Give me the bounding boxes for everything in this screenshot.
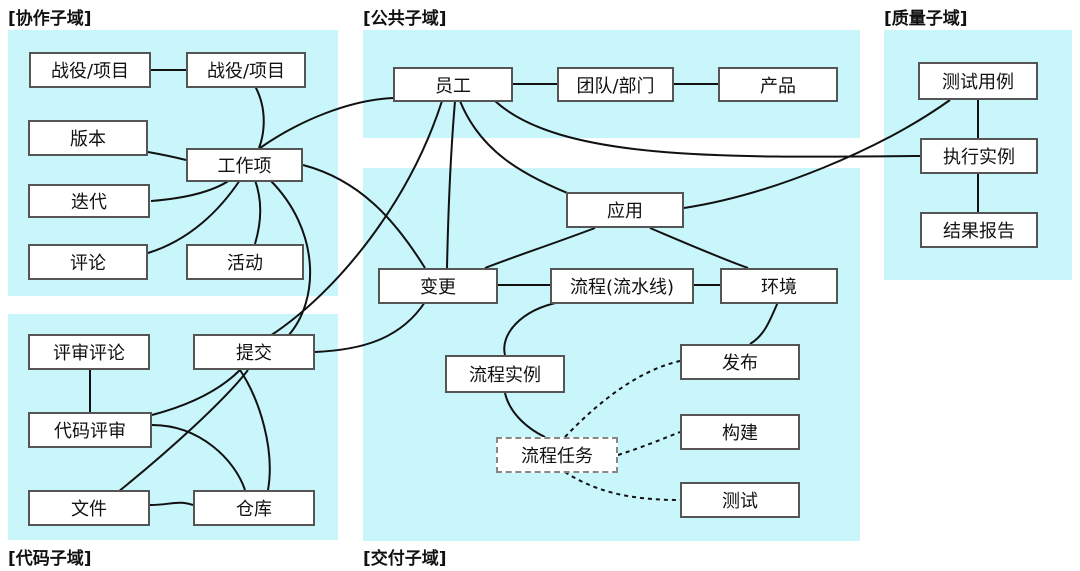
edge-comment-workitem [147,179,241,254]
edge-employee-execution [494,100,921,158]
edge-iteration-workitem [150,179,231,202]
node-report: 结果报告 [920,212,1038,248]
edge-file-commit [117,369,249,493]
node-comment: 评论 [28,244,148,280]
node-pipelineinstance: 流程实例 [445,355,565,393]
node-campaign1: 战役/项目 [29,52,151,88]
region-label-code: [代码子域] [8,549,92,569]
region-label-quality: [质量子域] [884,9,968,29]
edge-workitem-commit [269,179,312,337]
edge-version-workitem [147,151,187,161]
node-release: 发布 [680,344,800,380]
edge-application-change [484,227,596,269]
node-build: 构建 [680,414,800,450]
edge-workitem-employee [259,97,394,149]
node-activity: 活动 [186,244,304,280]
node-application: 应用 [566,192,684,228]
region-label-public: [公共子域] [363,9,447,29]
region-label-delivery: [交付子域] [363,549,447,569]
node-campaign2: 战役/项目 [186,52,306,88]
edge-change-commit [314,301,426,353]
edge-environment-release [749,301,779,345]
edge-commit-repo [239,369,271,491]
node-file: 文件 [28,490,150,526]
edge-employee-commit [269,100,443,337]
node-pipelinetask: 流程任务 [496,437,618,473]
edge-application-environment [649,227,749,269]
node-product: 产品 [718,67,838,102]
edge-employee-application [459,100,581,199]
node-repo: 仓库 [193,490,315,526]
node-execution: 执行实例 [920,138,1038,174]
node-environment: 环境 [720,268,838,304]
edge-testcase-application [683,99,951,209]
edge-pipelinetask-release [564,360,681,438]
node-version: 版本 [28,120,148,156]
edge-pipelinetask-build [617,431,681,456]
node-commit: 提交 [193,334,315,370]
node-change: 变更 [378,268,498,304]
edge-activity-workitem [254,179,262,245]
edge-workitem-change [302,164,426,269]
edge-pipelineinstance-pipelinetask [504,392,546,438]
node-codereview: 代码评审 [28,412,152,448]
edge-employee-change [446,100,456,269]
edge-pipeline-pipelineinstance [503,301,561,356]
node-pipeline: 流程(流水线) [550,268,694,304]
edge-pipelinetask-test [564,471,681,501]
edge-codereview-repo [151,424,246,491]
edge-codereview-commit [151,369,241,416]
node-testcase: 测试用例 [918,62,1038,100]
edge-campaign2-workitem [254,85,265,149]
edge-file-repo [149,501,194,506]
node-workitem: 工作项 [186,148,303,182]
node-employee: 员工 [393,67,513,102]
node-test: 测试 [680,482,800,518]
node-team: 团队/部门 [557,67,674,102]
node-reviewcomment: 评审评论 [28,334,150,370]
region-label-collab: [协作子域] [8,9,92,29]
node-iteration: 迭代 [28,184,150,218]
